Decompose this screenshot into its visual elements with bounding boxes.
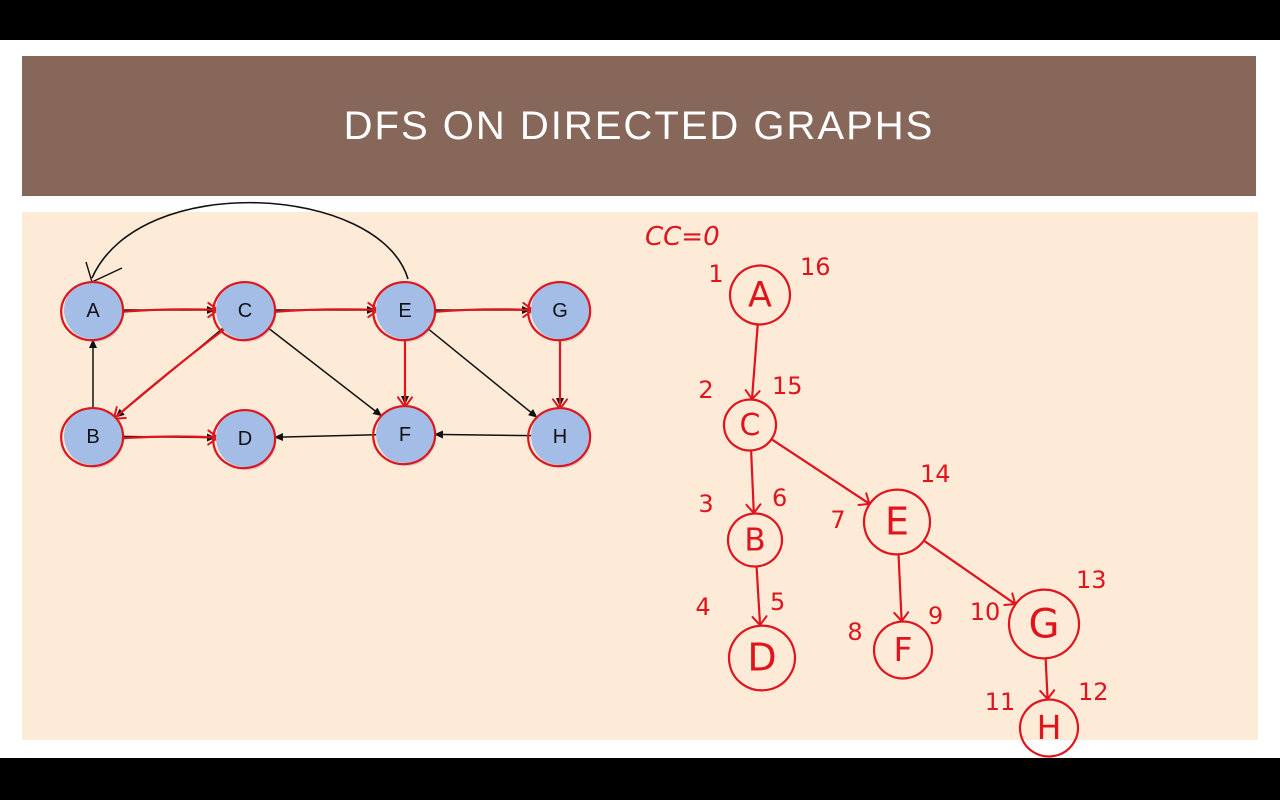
graph-node-D: D	[212, 408, 277, 470]
graph-node-E: E	[372, 280, 437, 342]
tree-edge-B-D	[755, 565, 762, 627]
tree-edge-C-B	[750, 449, 755, 515]
graph-node-E-red-circle	[372, 280, 437, 342]
tree-node-B: B 3 6	[698, 484, 787, 568]
tree-node-F: F 8 9	[847, 602, 943, 680]
graph-node-H-circle	[531, 407, 589, 465]
tree-node-C-pre-number: 2	[698, 376, 713, 404]
tree-node-G-post-number: 13	[1076, 566, 1107, 594]
graph-edge-E-A-arrowhead	[85, 261, 123, 283]
tree-edge-E-F	[897, 553, 903, 623]
tree-edge-E-G	[923, 539, 1017, 606]
tree-node-H-pre-number: 11	[985, 688, 1016, 716]
tree-node-E-circle	[862, 488, 932, 556]
graph-node-C-label: C	[238, 300, 252, 322]
graph-edge-E-H	[427, 327, 538, 419]
graph-red-edge-E-G	[430, 308, 535, 314]
tree-node-A-post-number: 16	[800, 253, 831, 281]
graph-node-F-label: F	[399, 424, 411, 446]
tree-node-D-label: D	[747, 636, 776, 680]
tree-node-H-circle	[1018, 698, 1080, 758]
graph-node-H-red-circle	[527, 406, 592, 468]
graph-red-edge-A-C	[118, 308, 220, 314]
tree-node-G: G 10 13	[970, 566, 1107, 660]
graph-node-H-label: H	[553, 426, 567, 448]
tree-node-B-pre-number: 3	[698, 490, 713, 518]
graph-node-B-red-circle	[60, 406, 125, 468]
tree-node-H: H 11 12	[985, 678, 1109, 758]
graph-node-A-circle	[64, 281, 122, 339]
graph-node-E-label: E	[398, 300, 411, 322]
graph-node-A-red-circle	[60, 280, 125, 342]
graph-node-C-circle	[216, 281, 274, 339]
tree-node-A: A1 16	[708, 253, 831, 326]
graph-node-G-red-circle	[527, 280, 592, 342]
graph-node-F-red-circle	[372, 404, 437, 466]
graph-edge-H-F	[433, 430, 532, 439]
graph-red-edge-C-B	[112, 328, 226, 420]
tree-node-F-pre-number: 8	[847, 618, 862, 646]
tree-node-H-post-number: 12	[1078, 678, 1109, 706]
graph-node-D-red-circle	[212, 408, 277, 470]
tree-node-A-circle	[728, 264, 792, 326]
graph-traversal-overlay	[112, 301, 569, 446]
graph-node-G: G	[527, 280, 592, 342]
slide-title: DFS ON DIRECTED GRAPHS	[343, 103, 935, 148]
tree-edge-C-E	[770, 438, 871, 505]
graph-node-G-label: G	[552, 300, 568, 322]
tree-node-D-post-number: 5	[770, 588, 785, 616]
tree-node-B-label: B	[744, 522, 765, 558]
tree-node-G-circle	[1007, 588, 1081, 660]
tree-node-C-label: C	[740, 408, 761, 443]
tree-node-A-label: A	[748, 275, 772, 315]
graph-node-A-label: A	[86, 300, 100, 322]
graph-node-F: F	[372, 404, 437, 466]
graph-node-D-circle	[216, 409, 274, 467]
tree-node-D-pre-number: 4	[695, 593, 710, 621]
graph-node-F-circle	[376, 405, 434, 463]
tree-node-D: D 4 5	[695, 588, 797, 692]
graph-node-E-circle	[376, 281, 434, 339]
tree-node-B-circle	[726, 512, 784, 568]
tree-edge-G-H	[1044, 657, 1049, 701]
tree-node-C-circle	[722, 398, 778, 452]
slide: DFS ON DIRECTED GRAPHS	[0, 40, 1280, 758]
graph-red-edge-B-D	[118, 435, 220, 440]
graph-node-D-label: D	[238, 428, 252, 450]
tree-node-C-post-number: 15	[772, 372, 803, 400]
graph-node-H: H	[527, 406, 592, 468]
cc-counter-label: CC=0	[645, 222, 720, 252]
tree-edge-A-C	[750, 323, 759, 401]
graph-node-B: B	[60, 406, 125, 468]
tree-node-F-circle	[872, 620, 934, 680]
graph-node-C: C	[212, 280, 277, 342]
graph-node-B-circle	[64, 407, 122, 465]
graph-red-edge-C-E	[270, 308, 380, 314]
tree-node-E-pre-number: 7	[830, 506, 845, 534]
tree-node-D-circle	[727, 624, 797, 692]
tree-node-F-post-number: 9	[928, 602, 943, 630]
title-bar: DFS ON DIRECTED GRAPHS	[22, 56, 1256, 196]
graph-node-A: A	[60, 280, 125, 342]
tree-node-E: E 7 14	[830, 460, 951, 556]
tree-node-E-post-number: 14	[920, 460, 951, 488]
tree-node-G-pre-number: 10	[970, 598, 1001, 626]
graph-edge-F-D	[273, 433, 377, 442]
tree-node-C: C2 15	[698, 372, 803, 452]
graph-edges	[85, 201, 564, 442]
tree-node-B-post-number: 6	[772, 484, 787, 512]
tree-node-H-label: H	[1037, 708, 1062, 747]
tree-node-E-label: E	[885, 500, 909, 544]
graph-edge-C-F	[267, 327, 383, 417]
graph-node-B-label: B	[86, 426, 99, 448]
tree-node-G-label: G	[1029, 601, 1060, 647]
graph-nodes: A C E G B D F H	[60, 280, 592, 470]
tree-node-A-pre-number: 1	[708, 260, 723, 288]
graph-node-G-circle	[531, 281, 589, 339]
tree-node-F-label: F	[894, 630, 913, 669]
graph-edge-E-A	[91, 201, 409, 280]
graph-node-C-red-circle	[212, 280, 277, 342]
